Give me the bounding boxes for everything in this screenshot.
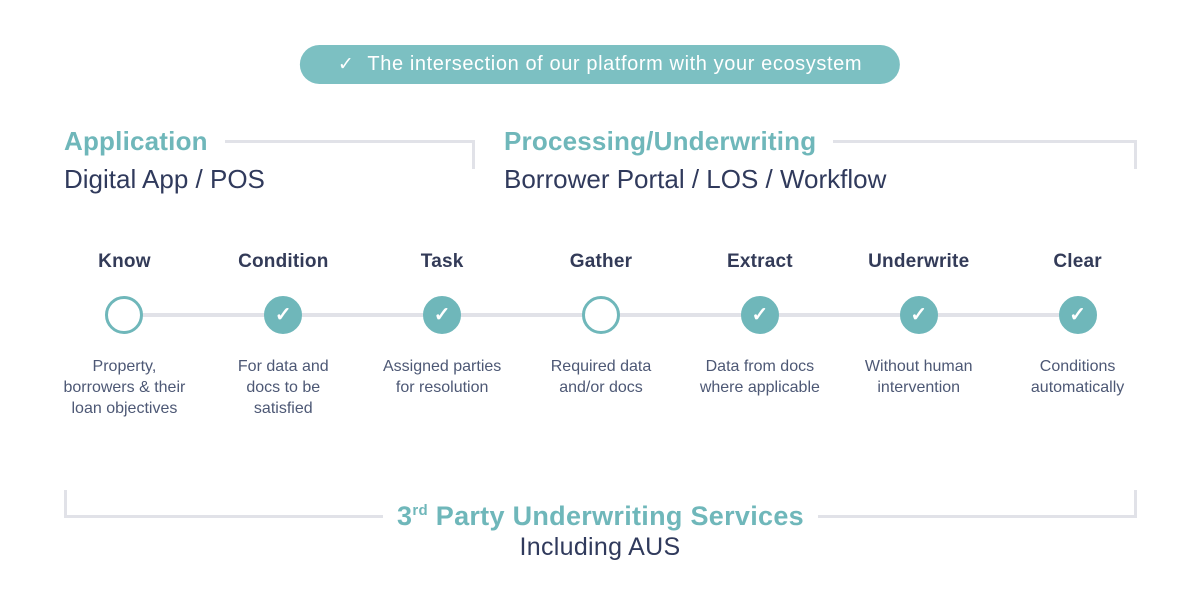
step-description: Property, borrowers & their loan objecti… [63, 358, 186, 417]
footer-bracket-line-right [818, 490, 1138, 518]
workflow-timeline: Know Property, borrowers & their loan ob… [45, 250, 1157, 419]
processing-bracket-line [833, 140, 1137, 169]
check-icon: ✓ [910, 304, 928, 326]
section-application-subtitle: Digital App / POS [64, 164, 265, 194]
check-icon: ✓ [1069, 304, 1086, 326]
step-circle [582, 296, 620, 334]
platform-ecosystem-banner: ✓ The intersection of our platform with … [299, 45, 901, 84]
step-label: Clear [1053, 251, 1102, 272]
step-task: Task ✓ Assigned parties for resolution [363, 250, 522, 419]
step-label: Underwrite [868, 251, 970, 272]
application-bracket-line [224, 140, 476, 169]
footer-subtitle: Including AUS [519, 533, 681, 561]
step-label: Know [98, 251, 151, 272]
section-application: Application Digital App / POS [64, 126, 476, 195]
step-clear: Clear ✓ Conditions automatically [998, 250, 1157, 419]
section-processing-title: Processing/Underwriting [504, 126, 817, 156]
step-circle: ✓ [264, 296, 303, 334]
check-icon: ✓ [433, 304, 451, 326]
step-label: Condition [238, 251, 329, 272]
step-condition: Condition ✓ For data and docs to be sati… [204, 250, 363, 419]
step-extract: Extract ✓ Data from docs where applicabl… [680, 250, 839, 419]
step-circle: ✓ [423, 296, 462, 334]
step-description: Data from docs where applicable [699, 358, 820, 396]
check-icon: ✓ [274, 304, 292, 326]
step-description: For data and docs to be satisfied [237, 358, 329, 417]
check-icon: ✓ [337, 54, 355, 75]
third-party-services-title: 3rd Party Underwriting Services [397, 501, 804, 531]
step-description: Assigned parties for resolution [382, 358, 502, 396]
step-circle [105, 296, 144, 334]
step-description: Required data and/or docs [550, 358, 652, 396]
step-label: Task [420, 251, 464, 272]
step-description: Without human intervention [864, 358, 973, 396]
ordinal-superscript: rd [412, 502, 428, 519]
step-description: Conditions automatically [1030, 358, 1125, 396]
banner-text: The intersection of our platform with yo… [367, 53, 863, 75]
step-circle: ✓ [740, 296, 779, 334]
section-processing-subtitle: Borrower Portal / LOS / Workflow [504, 164, 887, 194]
section-application-title: Application [64, 126, 208, 156]
third-party-services-bracket: 3rd Party Underwriting Services [64, 490, 1138, 532]
step-circle: ✓ [1058, 296, 1097, 334]
step-know: Know Property, borrowers & their loan ob… [45, 250, 204, 419]
step-label: Gather [569, 251, 633, 272]
footer-bracket-line-left [64, 490, 384, 518]
step-label: Extract [726, 251, 793, 272]
step-underwrite: Underwrite ✓ Without human intervention [839, 250, 998, 419]
step-circle: ✓ [899, 296, 938, 334]
check-icon: ✓ [751, 304, 769, 326]
step-gather: Gather Required data and/or docs [522, 250, 681, 419]
section-processing-underwriting: Processing/Underwriting Borrower Portal … [504, 126, 1137, 195]
